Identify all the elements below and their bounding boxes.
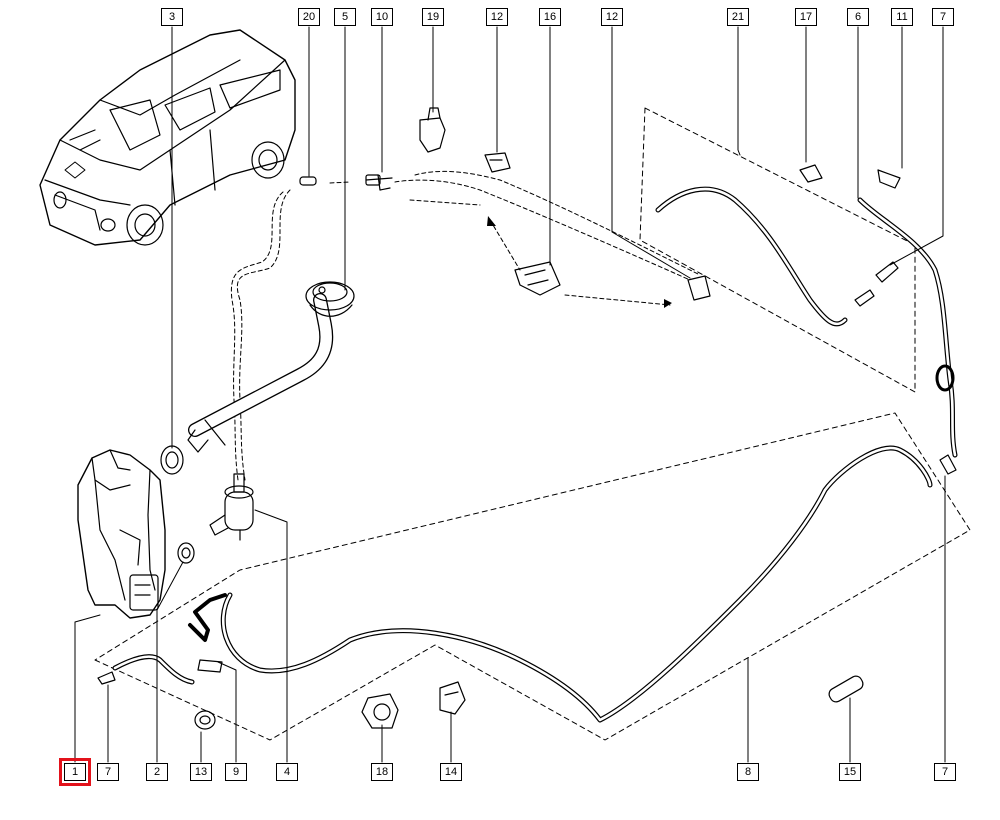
filler-neck-icon xyxy=(187,281,355,453)
assembly-outline-dashed xyxy=(94,107,971,741)
reservoir-icon xyxy=(77,449,166,619)
hose-route-dashed xyxy=(230,170,701,481)
callout-17[interactable]: 17 xyxy=(795,8,817,26)
callout-15[interactable]: 15 xyxy=(839,763,861,781)
callout-21[interactable]: 21 xyxy=(727,8,749,26)
callout-6[interactable]: 6 xyxy=(847,8,869,26)
callout-20[interactable]: 20 xyxy=(298,8,320,26)
hose-icon xyxy=(112,186,958,723)
direction-arrows xyxy=(487,216,672,308)
callout-1[interactable]: 1 xyxy=(59,758,91,786)
seal-ring-icon xyxy=(160,445,216,730)
pump-icon xyxy=(209,473,254,541)
callout-19[interactable]: 19 xyxy=(422,8,444,26)
van-icon xyxy=(39,29,296,246)
leader-lines xyxy=(74,26,946,763)
connector-icon xyxy=(97,164,957,703)
callout-7-top[interactable]: 7 xyxy=(932,8,954,26)
callout-4[interactable]: 4 xyxy=(276,763,298,781)
callout-5[interactable]: 5 xyxy=(334,8,356,26)
callout-13[interactable]: 13 xyxy=(190,763,212,781)
callout-10[interactable]: 10 xyxy=(371,8,393,26)
callout-7-bottom-left[interactable]: 7 xyxy=(97,763,119,781)
callout-12-right[interactable]: 12 xyxy=(601,8,623,26)
callout-12-left[interactable]: 12 xyxy=(486,8,508,26)
callout-8[interactable]: 8 xyxy=(737,763,759,781)
callout-16[interactable]: 16 xyxy=(539,8,561,26)
callout-9[interactable]: 9 xyxy=(225,763,247,781)
callout-11[interactable]: 11 xyxy=(891,8,913,26)
callout-7-bottom-right[interactable]: 7 xyxy=(934,763,956,781)
callout-14[interactable]: 14 xyxy=(440,763,462,781)
callout-18[interactable]: 18 xyxy=(371,763,393,781)
callout-3[interactable]: 3 xyxy=(161,8,183,26)
callout-2[interactable]: 2 xyxy=(146,763,168,781)
clip-icon xyxy=(361,107,711,729)
